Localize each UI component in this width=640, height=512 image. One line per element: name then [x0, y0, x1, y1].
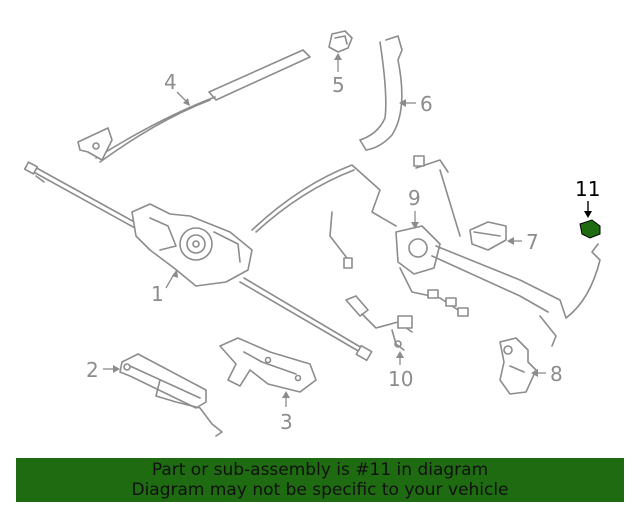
- part-9-drawing: [251, 155, 601, 347]
- info-banner: Part or sub-assembly is #11 in diagram D…: [16, 458, 624, 502]
- svg-text:7: 7: [526, 230, 539, 254]
- callout-10: 10: [388, 351, 413, 391]
- svg-text:4: 4: [164, 70, 177, 94]
- part-5-drawing: [328, 30, 353, 53]
- svg-text:10: 10: [388, 367, 413, 391]
- svg-text:5: 5: [332, 73, 345, 97]
- callout-11: 11: [575, 177, 600, 218]
- part-10-drawing: [345, 295, 413, 351]
- svg-text:9: 9: [408, 186, 421, 210]
- banner-line-1: Part or sub-assembly is #11 in diagram: [151, 460, 489, 480]
- part-1-drawing: [23, 161, 373, 362]
- banner-background: [16, 458, 624, 502]
- callout-6: 6: [399, 92, 433, 116]
- callout-2: 2: [86, 358, 120, 382]
- svg-text:2: 2: [86, 358, 99, 382]
- part-3-drawing: [219, 337, 317, 393]
- callout-7: 7: [507, 230, 539, 254]
- part-2-drawing: [119, 353, 223, 437]
- part-11-drawing: [579, 219, 601, 239]
- callout-8: 8: [531, 362, 563, 386]
- svg-text:8: 8: [550, 362, 563, 386]
- part-6-drawing: [359, 35, 403, 151]
- banner-line-2: Diagram may not be specific to your vehi…: [131, 480, 509, 500]
- callout-9: 9: [408, 186, 421, 229]
- svg-text:6: 6: [420, 92, 433, 116]
- part-8-drawing: [499, 337, 537, 395]
- part-11-shape: [579, 219, 601, 239]
- callout-1: 1: [151, 269, 178, 306]
- callout-3: 3: [280, 391, 293, 434]
- callout-5: 5: [332, 53, 345, 97]
- svg-text:3: 3: [280, 410, 293, 434]
- part-4-drawing: [77, 49, 311, 163]
- part-7-drawing: [469, 221, 507, 251]
- svg-text:11: 11: [575, 177, 600, 201]
- svg-text:1: 1: [151, 282, 164, 306]
- callout-4: 4: [164, 70, 190, 106]
